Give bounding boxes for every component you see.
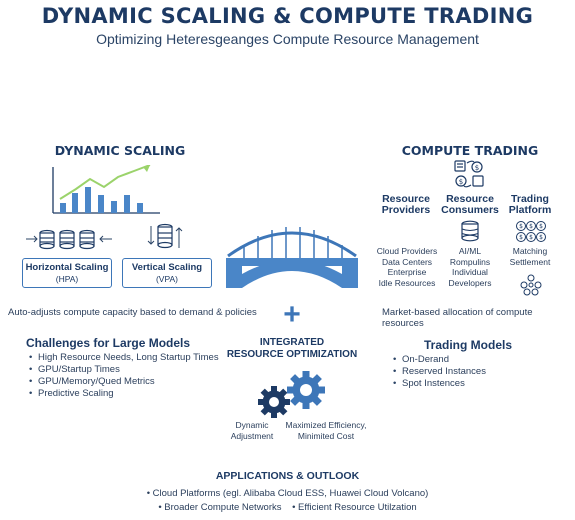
page-subtitle: Optimizing Heteresgeanges Compute Resour… [96, 31, 479, 47]
list-item: Reserved Instances [392, 366, 552, 378]
dynamic-scaling-description: Auto-adjusts compute capacity based to d… [8, 307, 257, 318]
vpa-abbr: (VPA) [155, 274, 179, 284]
vpa-box: Vertical Scaling (VPA) [122, 258, 212, 288]
svg-text:$: $ [539, 234, 543, 241]
list-item: Predictive Scaling [28, 388, 248, 400]
platform-list: Matching Settlement [509, 246, 551, 267]
svg-text:$: $ [519, 223, 523, 230]
dynamic-scaling-heading: DYNAMIC SCALING [54, 143, 186, 158]
svg-text:$: $ [539, 223, 543, 230]
network-icon [520, 274, 542, 296]
applications-heading: APPLICATIONS & OUTLOOK [215, 470, 360, 482]
providers-heading: Resource Providers [381, 193, 431, 216]
integrated-heading: INTEGRATED RESOURCE OPTIMIZATION [226, 337, 358, 360]
gear-right-label: Maximized Efficiency, Minimited Cost [285, 420, 367, 441]
challenges-list: High Resource Needs, Long Startup Times … [28, 352, 248, 400]
trading-models-heading: Trading Models [424, 338, 513, 352]
svg-text:$: $ [529, 234, 533, 241]
applications-line-2: • Broader Compute Networks • Efficient R… [158, 502, 417, 513]
hpa-box: Horizontal Scaling (HPA) [22, 258, 112, 288]
gear-left-label: Dynamic Adjustment [230, 420, 274, 441]
list-item: Spot Instences [392, 378, 552, 390]
list-item: GPU/Memory/Qued Metrics [28, 376, 248, 388]
list-item: GPU/Startup Times [28, 364, 248, 376]
platform-heading: Trading Platform [508, 193, 552, 216]
hpa-title: Horizontal Scaling [25, 262, 109, 273]
providers-list: Cloud Providers Data Centers Enterprise … [376, 246, 438, 288]
list-item: High Resource Needs, Long Startup Times [28, 352, 248, 364]
applications-line-1: • Cloud Platforms (egl. Alibaba Cloud ES… [146, 488, 429, 499]
exchange-icon: $ $ [454, 160, 484, 188]
trading-models-list: On-Derand Reserved Instances Spot Insten… [392, 354, 552, 390]
bridge-icon [226, 227, 358, 288]
plus-icon: + [283, 298, 301, 331]
consumers-list: AI/ML Rompulins Individual Developers [448, 246, 492, 288]
vpa-server-icon [147, 223, 183, 249]
hpa-servers-icon [26, 229, 112, 250]
bar-chart-icon [52, 165, 160, 214]
svg-text:$: $ [519, 234, 523, 241]
svg-text:$: $ [529, 223, 533, 230]
page-title: DYNAMIC SCALING & COMPUTE TRADING [41, 4, 534, 28]
vpa-title: Vertical Scaling [131, 262, 203, 273]
database-icon [461, 220, 479, 242]
svg-text:$: $ [475, 164, 479, 172]
compute-trading-description: Market-based allocation of compute resou… [382, 307, 533, 329]
svg-text:$: $ [459, 178, 463, 186]
coins-icon: $ $ $ $ $ $ [516, 221, 546, 242]
hpa-abbr: (HPA) [55, 274, 79, 284]
gear-icon [258, 371, 325, 418]
compute-trading-heading: COMPUTE TRADING [401, 143, 539, 158]
consumers-heading: Resource Consumers [441, 193, 499, 216]
challenges-heading: Challenges for Large Models [26, 336, 191, 350]
list-item: On-Derand [392, 354, 552, 366]
